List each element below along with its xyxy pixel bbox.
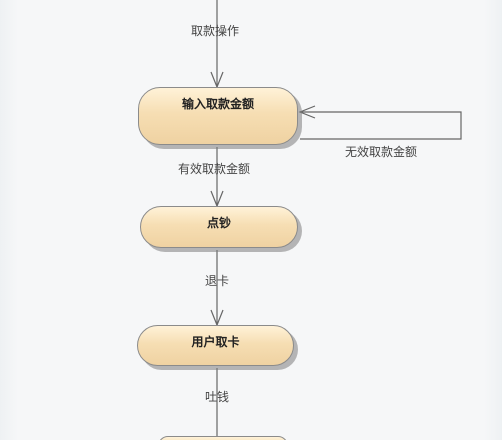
node-take-card-label: 用户取卡 <box>191 335 240 349</box>
edge-label-return-card: 退卡 <box>205 274 230 288</box>
node-count-cash[interactable]: 点钞 <box>140 206 298 248</box>
node-count-cash-label: 点钞 <box>206 216 231 230</box>
node-next-partial[interactable] <box>158 436 288 440</box>
edge-label-dispense-cash: 吐钱 <box>205 390 230 404</box>
loop-arrow-invalid <box>298 105 462 140</box>
flow-in-arrow <box>210 0 224 89</box>
edge-label-invalid-amount: 无效取款金额 <box>345 145 418 159</box>
node-input-amount[interactable]: 输入取款金额 <box>138 87 298 145</box>
node-take-card[interactable]: 用户取卡 <box>137 325 294 366</box>
edge-label-withdraw-operation: 取款操作 <box>191 24 240 38</box>
edge-label-valid-amount: 有效取款金额 <box>178 162 251 176</box>
node-input-amount-label: 输入取款金额 <box>181 97 254 111</box>
